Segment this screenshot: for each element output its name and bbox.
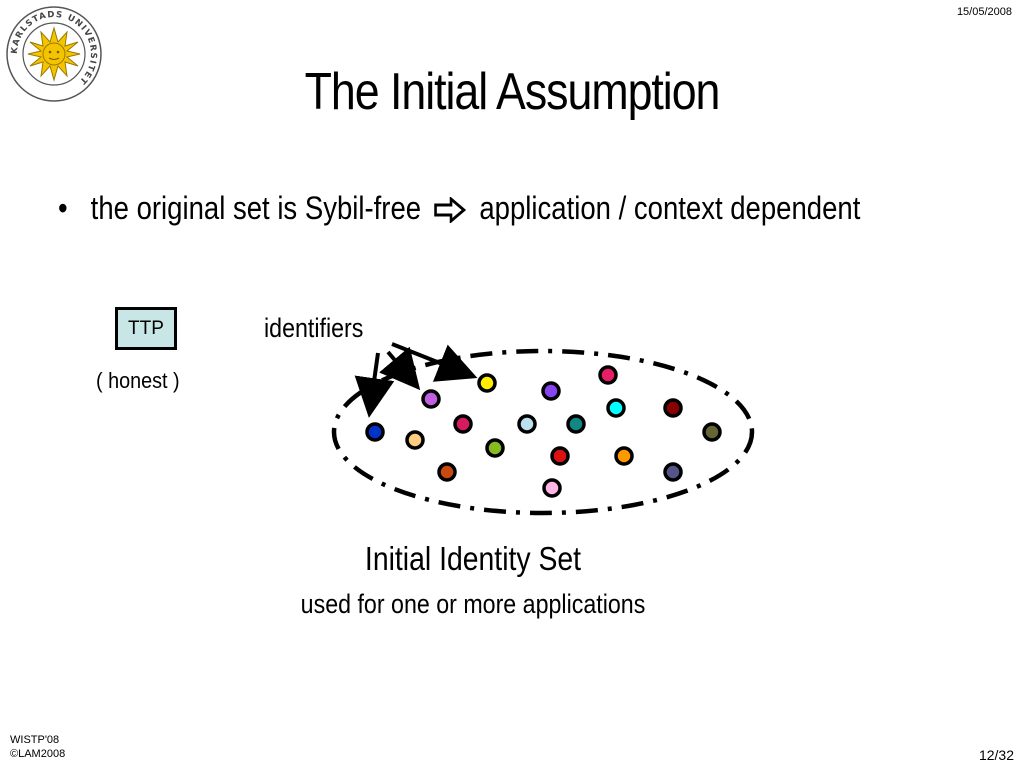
identifier-node xyxy=(365,422,385,442)
identifier-node xyxy=(614,446,634,466)
identifier-node xyxy=(566,414,586,434)
identifier-node xyxy=(663,398,683,418)
identifier-node xyxy=(405,430,425,450)
identifier-node xyxy=(437,462,457,482)
conference-name: WISTP'08 xyxy=(10,734,60,746)
slide-title: The Initial Assumption xyxy=(304,63,721,121)
bullet-lead-text: the original set is Sybil-free xyxy=(90,190,422,226)
page-number: 12/32 xyxy=(978,747,1014,763)
identifier-node xyxy=(517,414,537,434)
identifier-node xyxy=(606,398,626,418)
ttp-honest-note: ( honest ) xyxy=(96,368,180,393)
identifier-nodes xyxy=(365,365,722,498)
bullet-marker: • xyxy=(58,190,68,226)
identifier-pointer-arrow xyxy=(354,352,395,418)
hollow-right-arrow-icon xyxy=(434,196,467,224)
ttp-box: TTP xyxy=(115,307,177,350)
identifier-node xyxy=(663,462,683,482)
identifier-pointer-arrow xyxy=(379,346,421,391)
identifier-node xyxy=(541,381,561,401)
footer-info: WISTP'08 ©LAM2008 xyxy=(10,733,65,761)
identity-set-title: Initial Identity Set xyxy=(364,540,582,577)
bullet-item: • the original set is Sybil-free applicat… xyxy=(58,190,860,227)
identity-set-boundary xyxy=(331,348,755,516)
identifier-node xyxy=(485,438,505,458)
identifier-node xyxy=(550,446,570,466)
slide-date: 15/05/2008 xyxy=(956,6,1012,18)
bullet-consequence-text: application / context dependent xyxy=(479,190,861,226)
identifier-node xyxy=(542,478,562,498)
identifier-node xyxy=(477,373,497,393)
ttp-label: TTP xyxy=(128,317,164,339)
copyright-notice: ©LAM2008 xyxy=(10,748,66,760)
identifier-node xyxy=(453,414,473,434)
identifier-node xyxy=(702,422,722,442)
sun-icon xyxy=(27,26,81,82)
identifier-node xyxy=(421,389,441,409)
university-logo: KARLSTADS UNIVERSITET xyxy=(6,6,102,102)
identifiers-label: identifiers xyxy=(264,313,364,343)
identifier-node xyxy=(598,365,618,385)
identity-set-subtitle: used for one or more applications xyxy=(300,589,646,619)
identifier-pointer-arrow xyxy=(391,342,478,382)
